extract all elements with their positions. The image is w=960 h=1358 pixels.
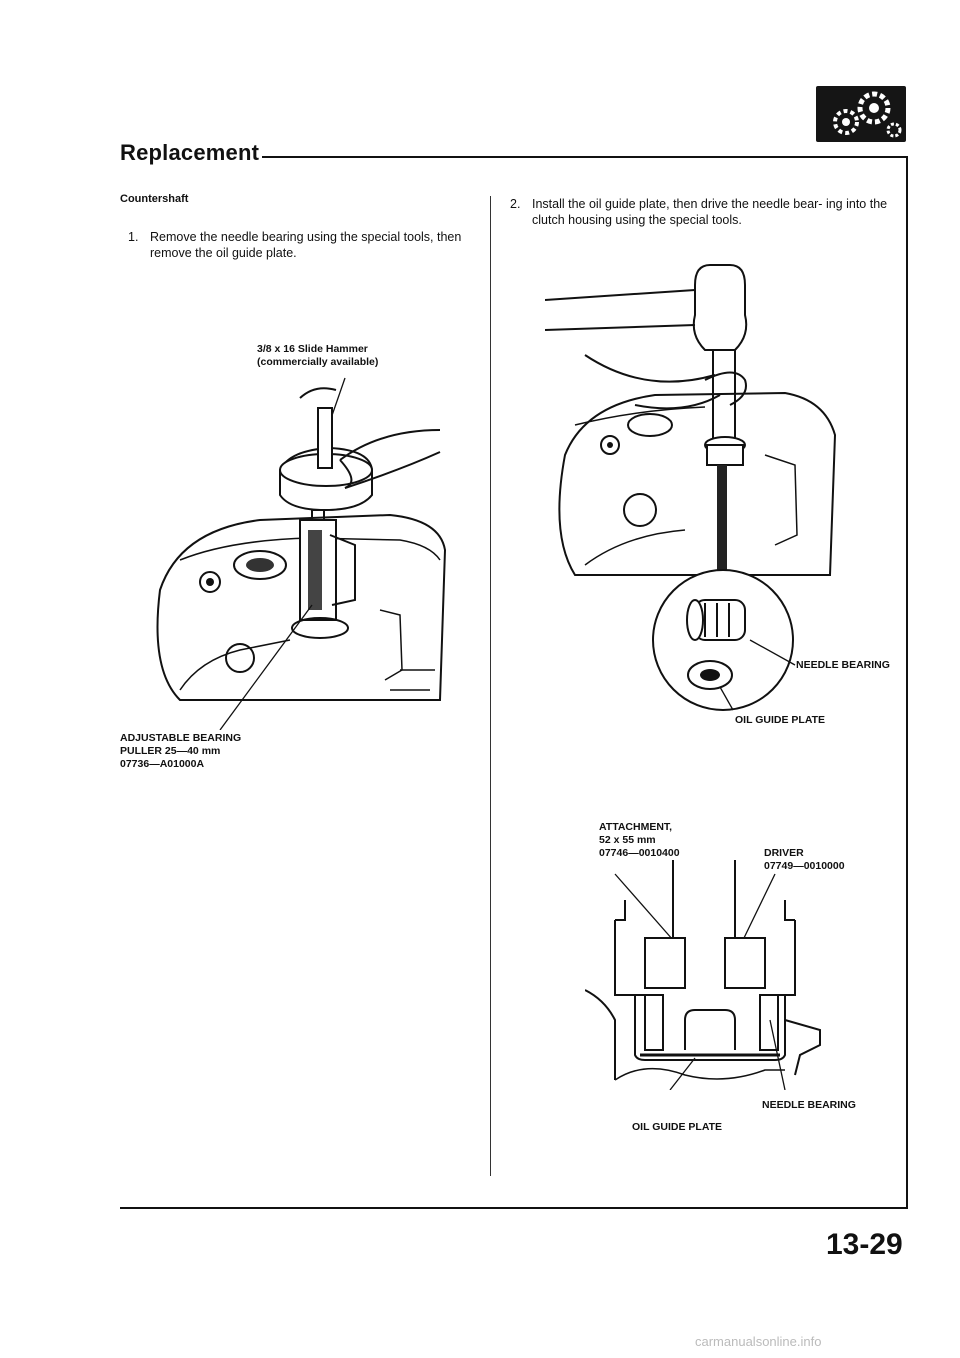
- step-number: 2.: [510, 197, 521, 211]
- page-title: Replacement: [120, 140, 260, 165]
- page-border-bottom: [120, 1207, 908, 1209]
- watermark: carmanualsonline.info: [695, 1334, 822, 1349]
- step-1: 1. Remove the needle bearing using the sp…: [128, 229, 488, 261]
- page-border-right: [906, 156, 908, 1208]
- page-number: 13-29: [826, 1228, 903, 1261]
- step-number: 1.: [128, 230, 139, 244]
- bearing-puller-label: ADJUSTABLE BEARING PULLER 25—40 mm 07736…: [120, 732, 242, 770]
- cross-section-illustration: [585, 860, 821, 1090]
- bearing-removal-illustration: [156, 377, 447, 730]
- step-2: 2. Install the oil guide plate, then driv…: [510, 196, 906, 228]
- gears-icon: [816, 86, 906, 142]
- step-text: Remove the needle bearing using the spec…: [150, 230, 462, 260]
- section-title: Countershaft: [120, 193, 189, 205]
- slide-hammer-label: 3/8 x 16 Slide Hammer (commercially avai…: [257, 343, 379, 368]
- driver-label: DRIVER 07749—0010000: [764, 847, 845, 872]
- oil-guide-plate-section-label: OIL GUIDE PLATE: [632, 1121, 723, 1133]
- header-rule: [262, 156, 908, 158]
- step-text: Install the oil guide plate, then drive …: [532, 197, 888, 227]
- attachment-label: ATTACHMENT, 52 x 55 mm 07746—0010400: [599, 821, 680, 859]
- needle-bearing-section-label: NEEDLE BEARING: [762, 1099, 856, 1111]
- oil-guide-plate-label: OIL GUIDE PLATE: [735, 714, 826, 726]
- column-divider: [490, 196, 491, 1176]
- needle-bearing-label: NEEDLE BEARING: [796, 659, 890, 671]
- bearing-install-illustration: [545, 264, 837, 711]
